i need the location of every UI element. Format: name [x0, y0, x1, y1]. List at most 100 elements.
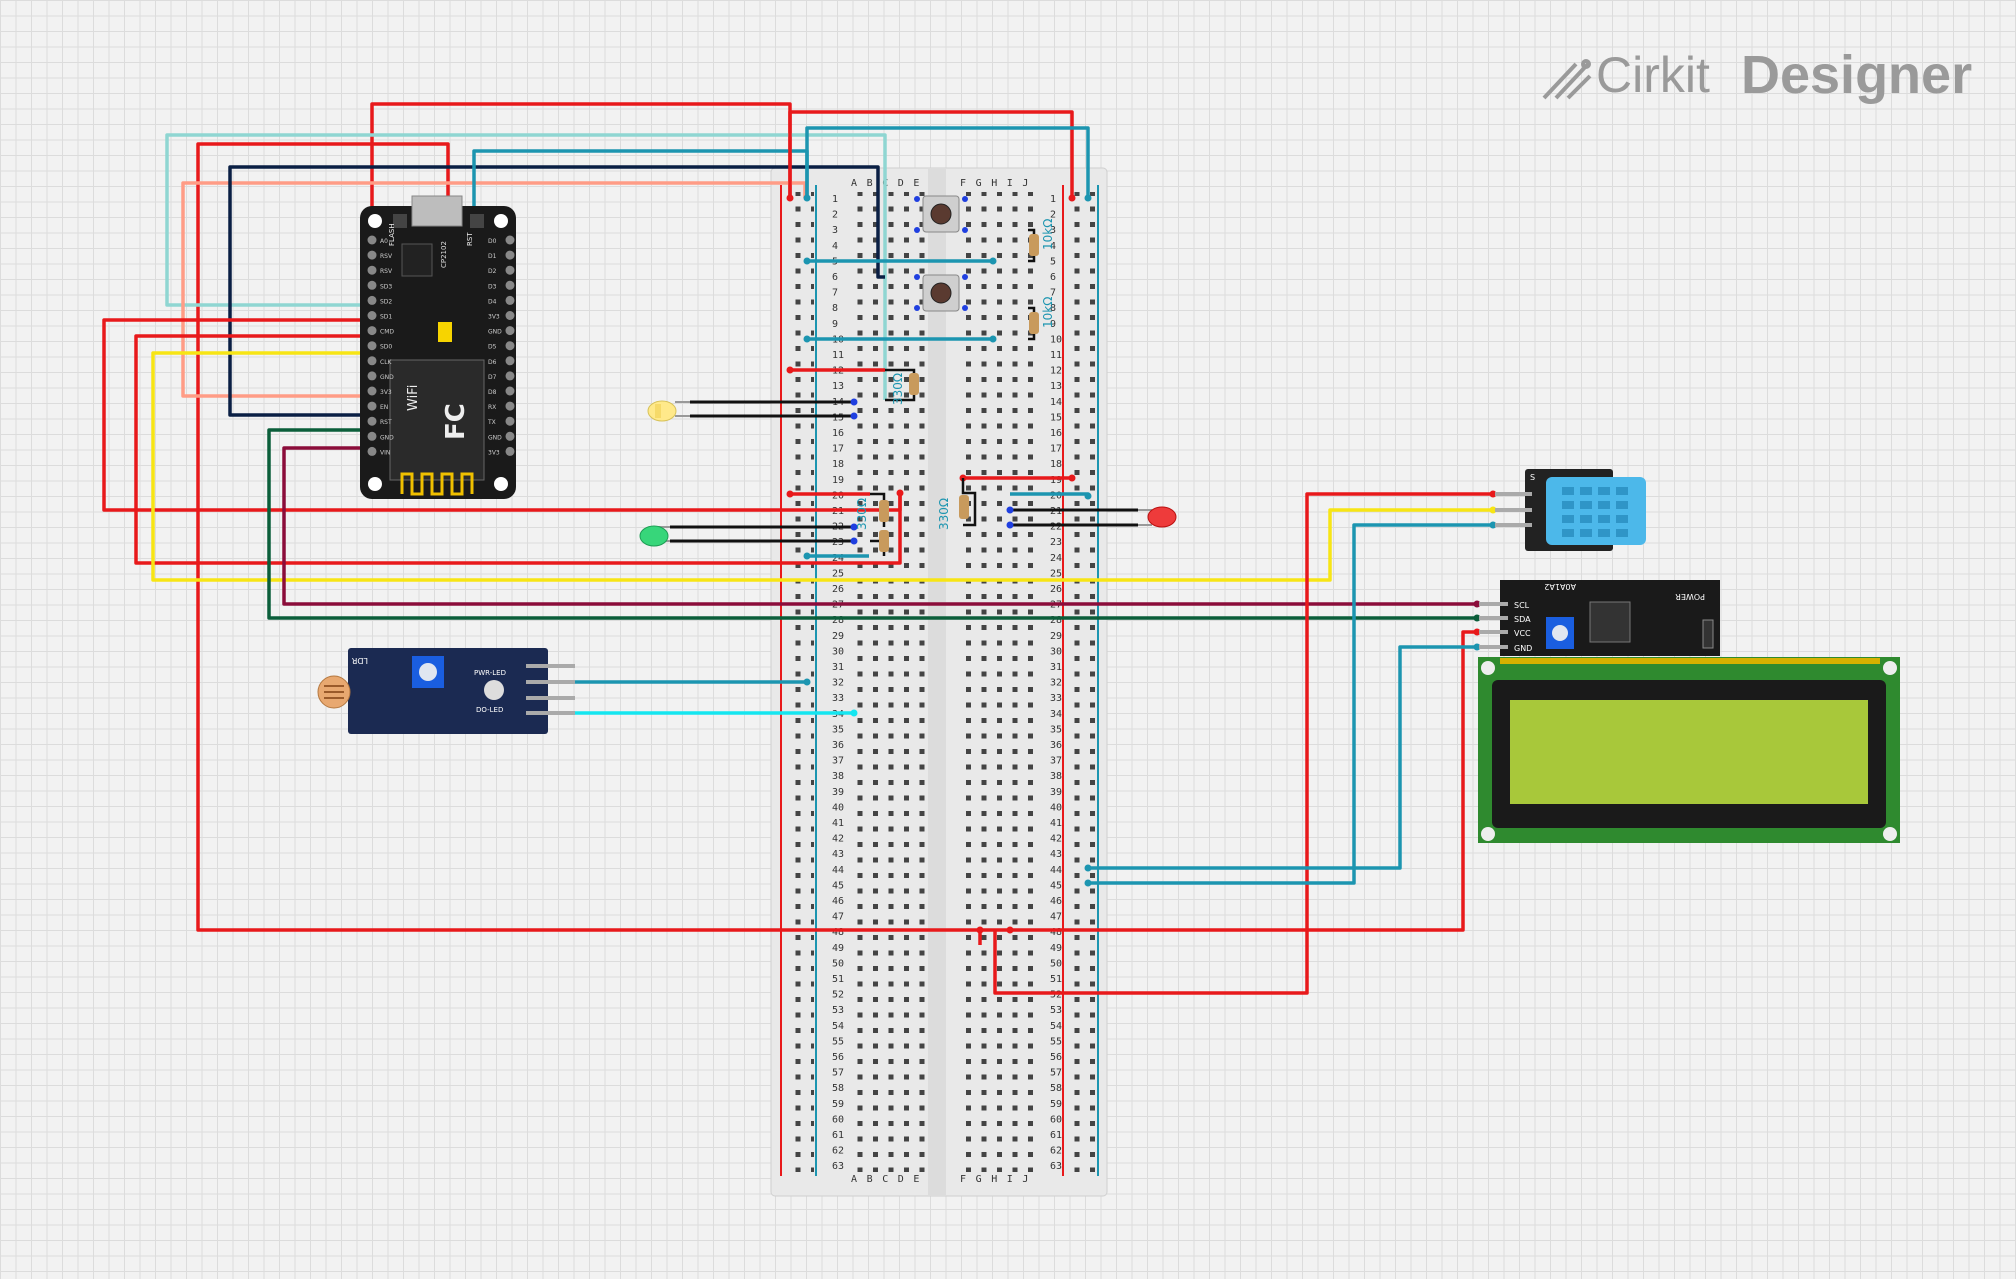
column-letter: E — [913, 1174, 919, 1185]
row-number-right: 61 — [1050, 1130, 1062, 1141]
mcu-pin-label: RX — [488, 404, 496, 411]
lcd-pin-vcc: VCC — [1514, 629, 1531, 638]
wire-blue-rail-top-right[interactable] — [805, 126, 1090, 198]
mcu-pin-left[interactable] — [367, 401, 377, 411]
led-green[interactable] — [639, 525, 670, 547]
mcu-pin-right[interactable] — [505, 401, 515, 411]
mcu-pin-left[interactable] — [367, 431, 377, 441]
led-jumper[interactable] — [1702, 619, 1714, 649]
wire-maroon-mcu-to-lcd-scl[interactable] — [282, 446, 1477, 606]
mcu-pin-left[interactable] — [367, 235, 377, 245]
ldr-sensor-module[interactable]: LDR PWR-LED DO-LED — [317, 648, 575, 734]
ldr-pins[interactable] — [526, 664, 575, 715]
wire-red-lcd-vcc[interactable] — [1072, 630, 1477, 932]
mcu-pin-right[interactable] — [505, 250, 515, 260]
row-number-right: 44 — [1050, 865, 1062, 876]
resistor-330-green-led-2[interactable] — [870, 530, 889, 556]
mcu-pin-left[interactable] — [367, 386, 377, 396]
row-number-left: 44 — [832, 865, 844, 876]
wire-blue-lcd-gnd[interactable] — [1088, 645, 1477, 870]
mcu-pin-left[interactable] — [367, 416, 377, 426]
mcu-pin-headers[interactable]: A0RSVRSVSD3SD2SD1CMDSD0CLKGND3V3ENRSTGND… — [367, 235, 515, 457]
mcu-pin-left[interactable] — [367, 341, 377, 351]
mcu-pin-right[interactable] — [505, 371, 515, 381]
wire-navy-mcu-to-button[interactable] — [228, 165, 885, 417]
led-red[interactable] — [1138, 506, 1177, 528]
push-button-2[interactable] — [914, 274, 968, 312]
mcu-pin-left[interactable] — [367, 250, 377, 260]
rst-button[interactable] — [470, 214, 484, 228]
mcu-pin-left[interactable] — [367, 311, 377, 320]
wire-dark-green-mcu-to-lcd-sda[interactable] — [267, 428, 1477, 620]
resistor-10k-2[interactable]: 10kΩ — [1028, 297, 1055, 341]
mcu-pin-right[interactable] — [505, 295, 515, 305]
row-number-right: 24 — [1050, 553, 1062, 564]
resistor-330-red-led[interactable]: 330Ω — [937, 478, 977, 530]
mcu-pin-left[interactable] — [367, 356, 377, 366]
row-number-right: 56 — [1050, 1052, 1062, 1063]
row-number-right: 63 — [1050, 1161, 1062, 1172]
lcd-pin-gnd: GND — [1514, 644, 1532, 653]
resistors[interactable]: 10kΩ 10kΩ 330Ω 330Ω 330Ω — [855, 219, 1055, 556]
mcu-pin-left[interactable] — [367, 295, 377, 305]
wire-yellow-mcu-to-dht[interactable] — [151, 351, 1493, 582]
row-number-right: 43 — [1050, 849, 1062, 860]
row-number-right: 35 — [1050, 724, 1062, 735]
row-number-right: 52 — [1050, 990, 1062, 1001]
mcu-pin-left[interactable] — [367, 446, 377, 456]
row-number-right: 18 — [1050, 459, 1062, 470]
mcu-pin-left[interactable] — [367, 326, 377, 336]
right-terminal-holes[interactable] — [957, 192, 1035, 1172]
dht11-sensor-module[interactable]: S — [1495, 469, 1646, 551]
column-letter: A — [851, 178, 857, 189]
column-letter: C — [882, 1174, 888, 1185]
mcu-pin-right[interactable] — [505, 265, 515, 275]
resistor-330-green-led-1[interactable]: 330Ω — [855, 492, 889, 530]
wire-red-mcu-d7-to-resistor[interactable] — [134, 334, 902, 565]
row-number-right: 62 — [1050, 1146, 1062, 1157]
usb-port — [411, 195, 463, 227]
resistor-10k-1[interactable]: 10kΩ — [1028, 219, 1055, 263]
row-number-right: 55 — [1050, 1036, 1062, 1047]
wire-red-rail-top-right[interactable] — [788, 110, 1074, 198]
mcu-pin-left[interactable] — [367, 265, 377, 275]
wire-blue-right-row20[interactable] — [1010, 492, 1090, 496]
mcu-pin-left[interactable] — [367, 371, 377, 381]
mcu-pin-right[interactable] — [505, 356, 515, 366]
mcu-pin-right[interactable] — [505, 235, 515, 245]
resistor-330-yellow-led[interactable]: 330Ω — [885, 368, 919, 405]
row-number-right: 37 — [1050, 756, 1062, 767]
mcu-pin-left[interactable] — [367, 280, 377, 290]
mcu-pin-right[interactable] — [505, 280, 515, 290]
row-number-left: 7 — [832, 288, 838, 299]
row-number-left: 33 — [832, 693, 844, 704]
wifi-logo: WiFi — [406, 385, 421, 411]
wire-blue-dht-gnd[interactable] — [1088, 523, 1493, 885]
flash-label: FLASH — [388, 223, 396, 246]
led-yellow[interactable] — [647, 400, 690, 422]
mcu-pin-right[interactable] — [505, 326, 515, 336]
mcu-pin-right[interactable] — [505, 311, 515, 320]
push-button-1[interactable] — [914, 195, 968, 233]
mcu-pin-right[interactable] — [505, 431, 515, 441]
wires[interactable] — [102, 102, 1493, 995]
wire-salmon-mcu[interactable] — [181, 181, 807, 398]
lcd-16x2-i2c[interactable]: POWER A0A1A2 SCL SDA VCC GND — [1478, 580, 1900, 843]
row-number-right: 28 — [1050, 615, 1062, 626]
wire-light-teal-mcu-to-breadboard[interactable] — [165, 133, 887, 400]
rst-label: RST — [466, 232, 474, 246]
left-terminal-holes[interactable] — [848, 192, 926, 1172]
right-power-rail-holes[interactable] — [1068, 192, 1096, 1172]
flash-button[interactable] — [393, 214, 407, 228]
column-letter: J — [1022, 1174, 1028, 1185]
wire-red-breadboard-to-dht[interactable] — [993, 492, 1493, 995]
mcu-pin-right[interactable] — [505, 446, 515, 456]
mcu-pin-right[interactable] — [505, 386, 515, 396]
mcu-pin-right[interactable] — [505, 416, 515, 426]
mcu-pin-right[interactable] — [505, 341, 515, 351]
nodemcu-esp8266-board[interactable]: FLASH RST CP2102 WiFi FC A0RSVRSVSD3SD2S… — [360, 195, 516, 499]
column-letter: E — [913, 178, 919, 189]
mcu-pin-label: GND — [380, 374, 394, 381]
